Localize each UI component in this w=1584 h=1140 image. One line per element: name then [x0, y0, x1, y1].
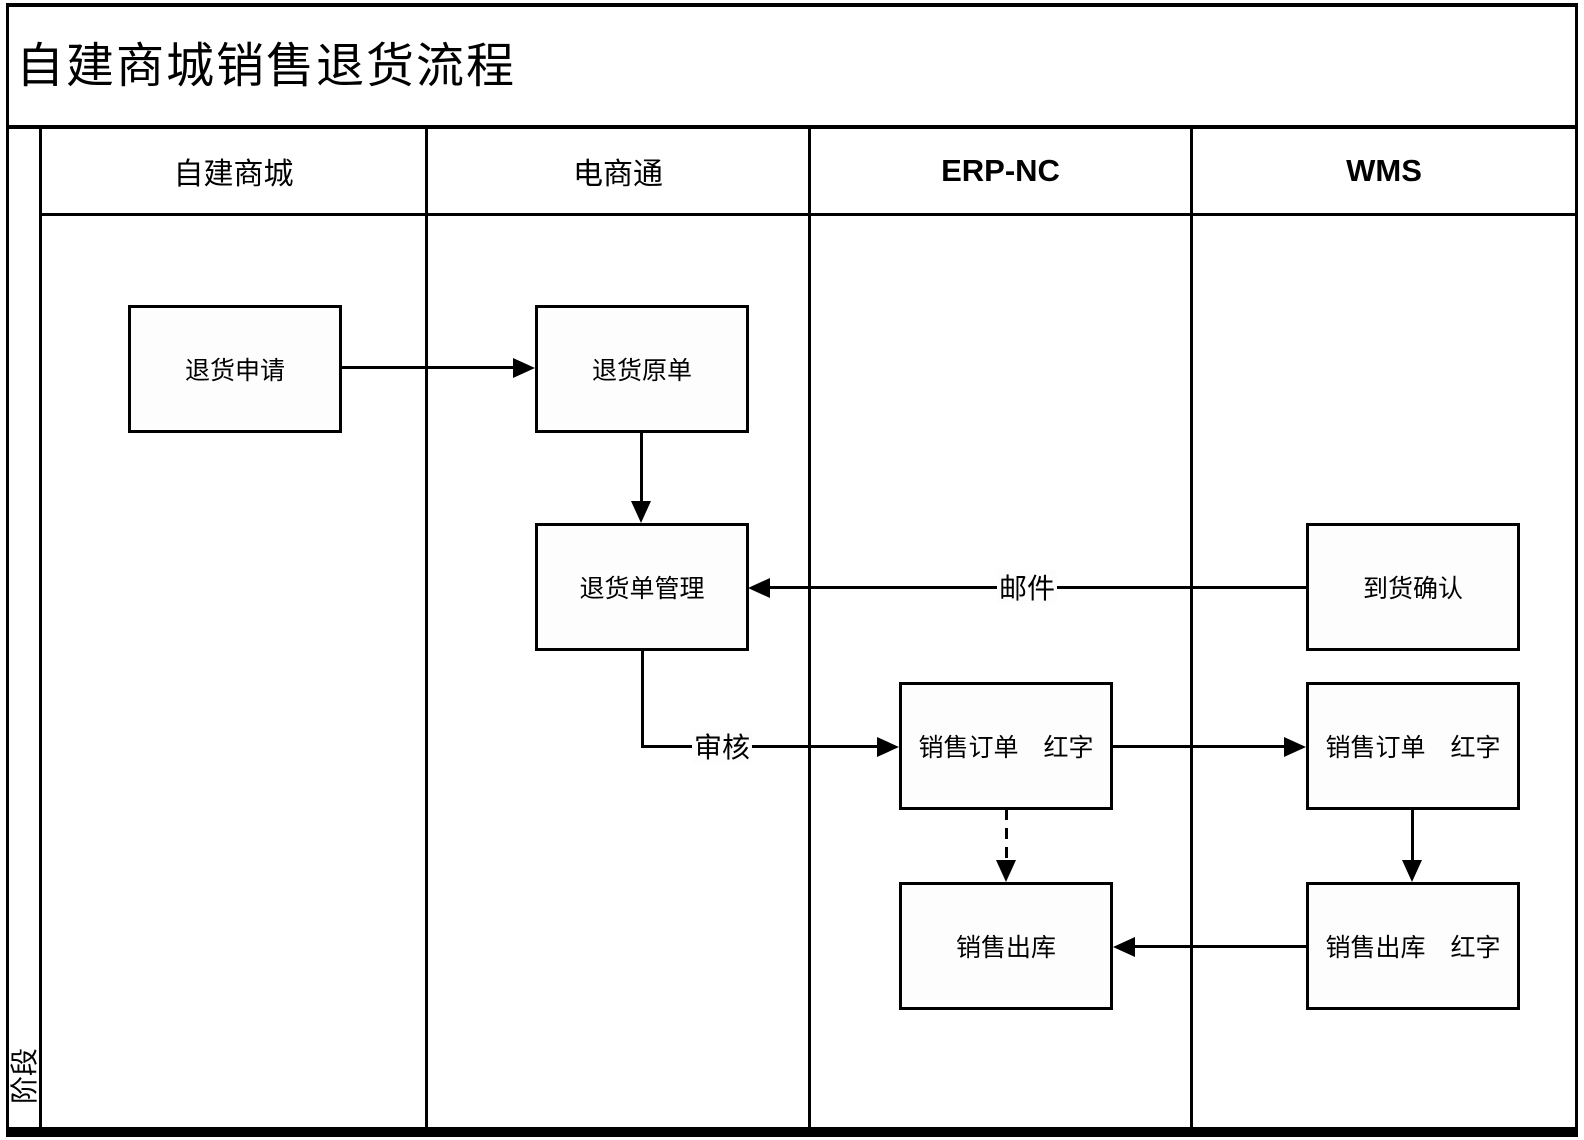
stage-column-divider — [39, 125, 42, 1127]
lane-header-wms: WMS — [1346, 153, 1422, 188]
lane-header-erp-nc: ERP-NC — [941, 153, 1060, 188]
frame-top-border — [6, 3, 1578, 7]
edge-label-mail: 邮件 — [997, 570, 1058, 605]
lane-divider-3 — [1190, 125, 1193, 1127]
edge-salesorder-erp-to-wms-line — [1113, 745, 1286, 748]
diagram-title: 自建商城销售退货流程 — [16, 38, 517, 94]
node-return-request: 退货申请 — [128, 305, 342, 433]
lane-header-divider — [42, 213, 1575, 216]
edge-original-to-management-arrowhead — [631, 501, 651, 523]
frame-bottom-border — [6, 1127, 1578, 1137]
stage-label: 阶段 — [8, 1047, 42, 1105]
edge-original-to-management-line — [640, 433, 643, 503]
edge-outbound-wms-to-erp-line — [1135, 945, 1306, 948]
node-sales-order-red-wms: 销售订单 红字 — [1306, 682, 1520, 810]
title-band-divider — [6, 125, 1578, 129]
edge-salesorder-to-outbound-erp-dashed-line — [1005, 809, 1008, 862]
node-sales-outbound-erp: 销售出库 — [899, 882, 1113, 1010]
edge-salesorder-to-outbound-wms-line — [1411, 809, 1414, 862]
edge-label-audit: 审核 — [692, 729, 753, 764]
edge-salesorder-erp-to-wms-arrowhead — [1284, 737, 1306, 757]
edge-salesorder-to-outbound-erp-arrowhead — [996, 860, 1016, 882]
edge-arrival-to-management-arrowhead — [748, 578, 770, 598]
node-arrival-confirmation: 到货确认 — [1306, 523, 1520, 651]
edge-request-to-original-line — [342, 366, 515, 369]
frame-left-border — [6, 3, 9, 1136]
edge-management-to-salesorder-hline — [641, 745, 879, 748]
lane-divider-2 — [808, 125, 811, 1127]
edge-outbound-wms-to-erp-arrowhead — [1113, 937, 1135, 957]
node-return-original-order: 退货原单 — [535, 305, 749, 433]
edge-management-to-salesorder-vline — [641, 651, 644, 748]
lane-header-self-mall: 自建商城 — [173, 157, 294, 192]
edge-salesorder-to-outbound-wms-arrowhead — [1402, 860, 1422, 882]
frame-right-border — [1575, 3, 1578, 1136]
node-sales-outbound-red-wms: 销售出库 红字 — [1306, 882, 1520, 1010]
lane-header-dianshangtong: 电商通 — [573, 157, 663, 192]
node-return-order-management: 退货单管理 — [535, 523, 749, 651]
edge-request-to-original-arrowhead — [513, 358, 535, 378]
edge-management-to-salesorder-arrowhead — [877, 737, 899, 757]
lane-divider-1 — [425, 125, 428, 1127]
node-sales-order-red-erp: 销售订单 红字 — [899, 682, 1113, 810]
